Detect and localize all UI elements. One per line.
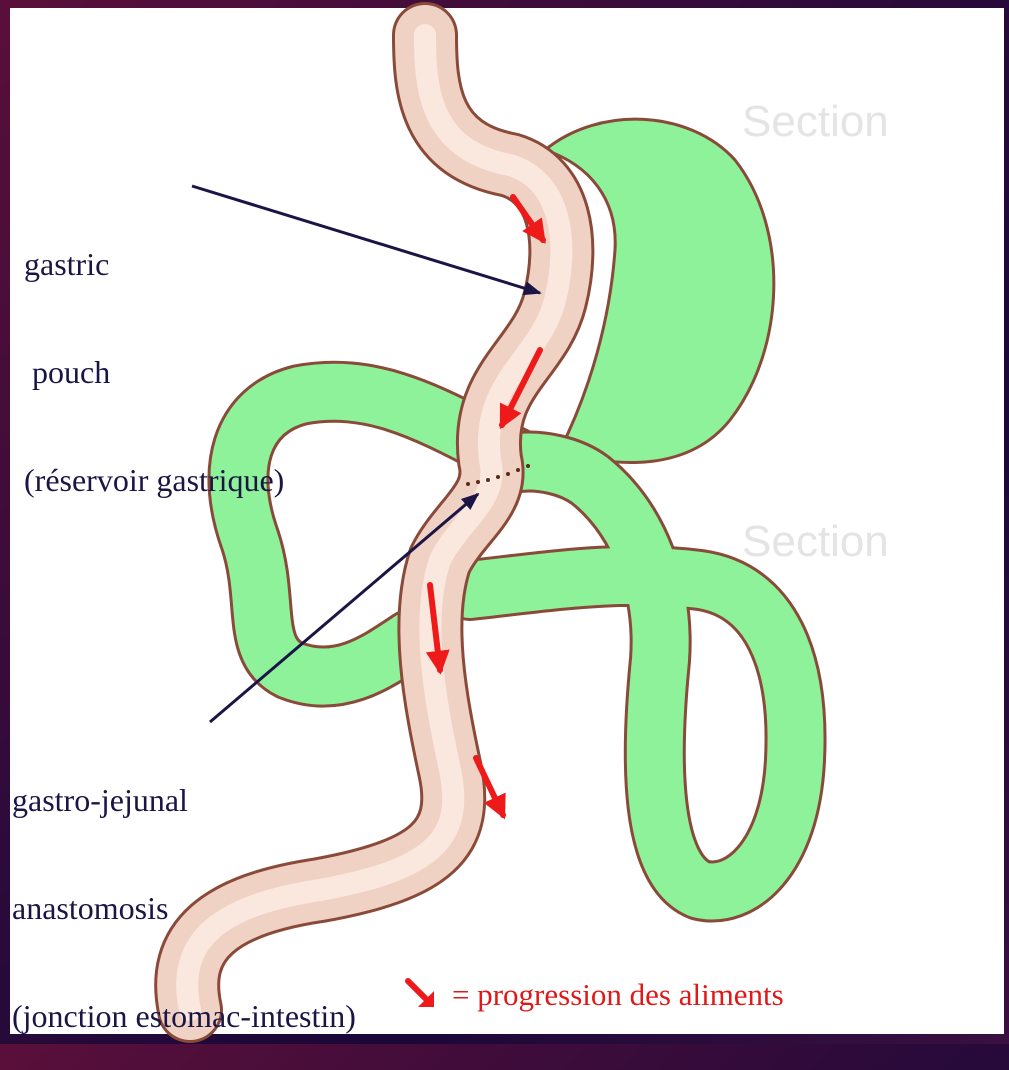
label-anastomosis-line1: gastro-jejunal [12,782,356,818]
legend-text: = progression des aliments [452,977,784,1013]
label-gastric-pouch-line2: pouch [24,354,284,390]
label-anastomosis-line2: anastomosis [12,890,356,926]
label-anastomosis-line3: (jonction estomac-intestin) [12,998,356,1034]
label-anastomosis: gastro-jejunal anastomosis (jonction est… [12,710,356,1070]
legend: = progression des aliments [402,975,784,1015]
label-gastric-pouch-line1: gastric [24,246,284,282]
legend-arrow-icon [402,975,442,1015]
label-gastric-pouch: gastric pouch (réservoir gastrique) [24,174,284,534]
label-gastric-pouch-line3: (réservoir gastrique) [24,462,284,498]
